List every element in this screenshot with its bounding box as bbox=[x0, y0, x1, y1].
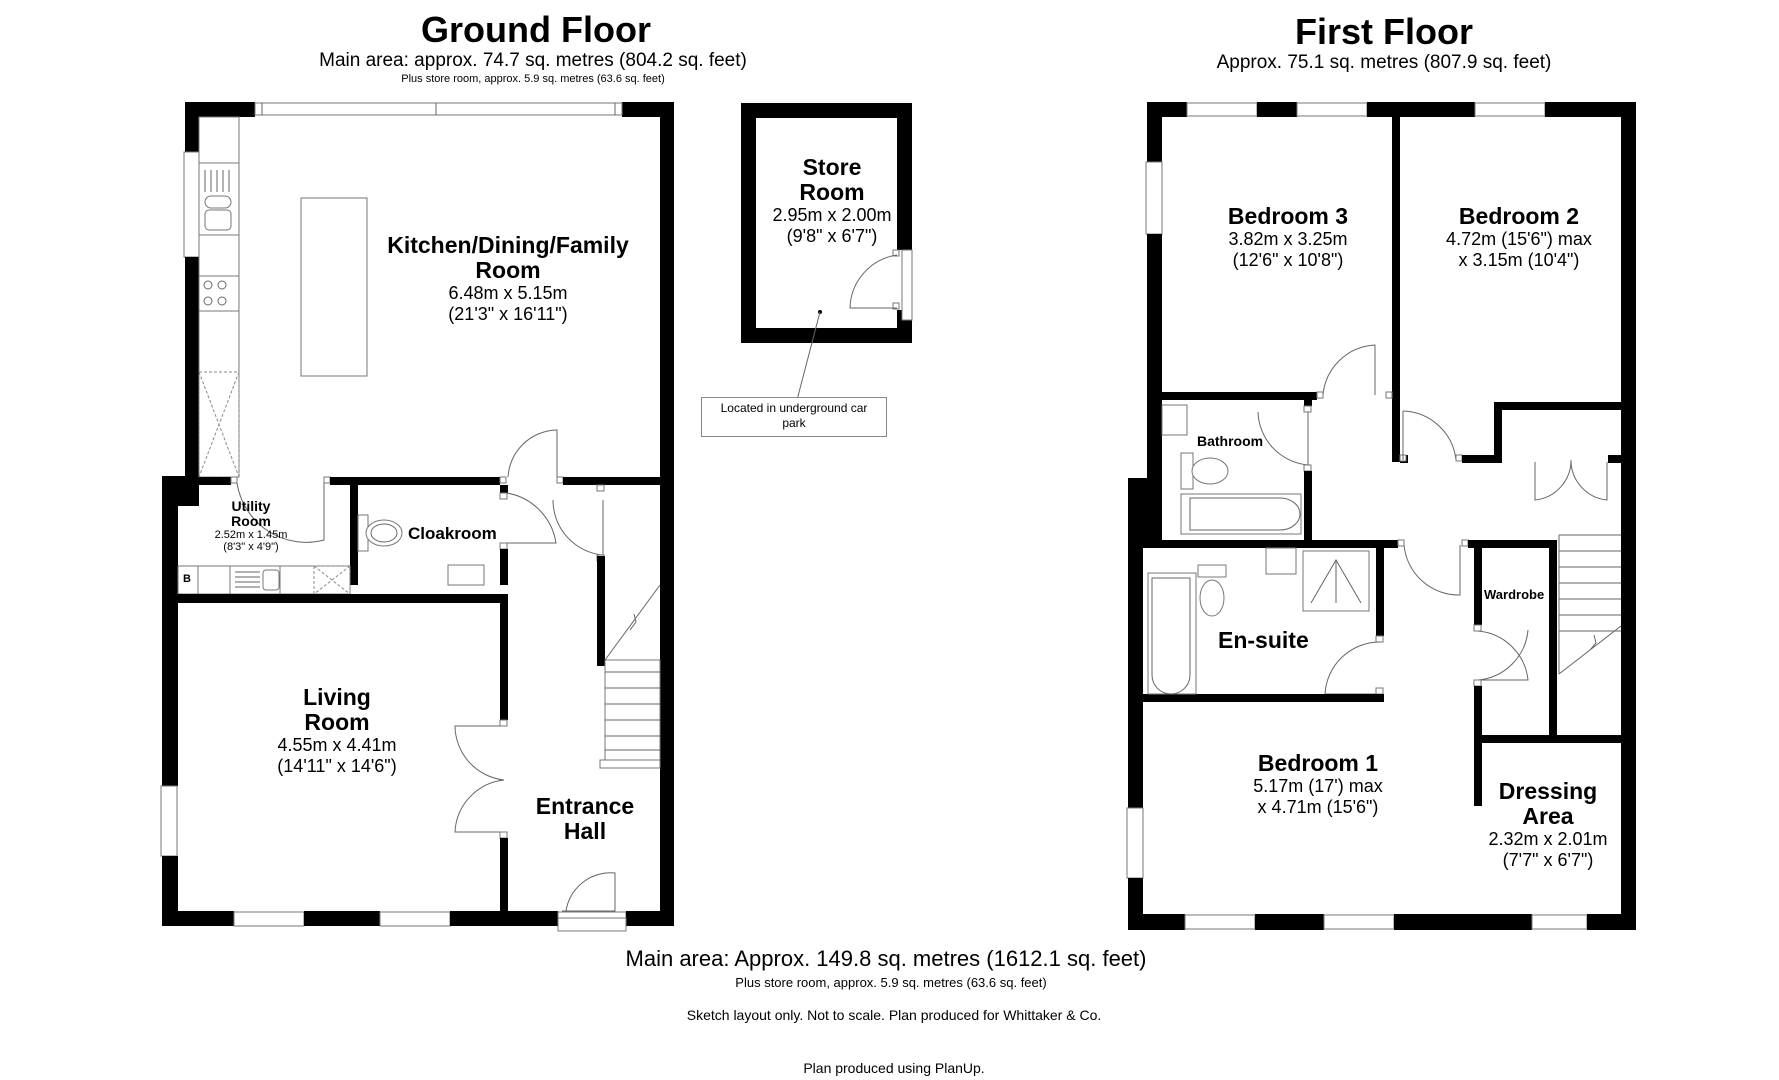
room-dimensions-imperial: (9'8" x 6'7") bbox=[786, 226, 878, 246]
ground-floor-title: Ground Floor bbox=[421, 9, 651, 50]
room-name: Living bbox=[303, 684, 371, 710]
room-label-cloakroom: Cloakroom bbox=[408, 524, 497, 543]
ground-floor-area: Main area: approx. 74.7 sq. metres (804.… bbox=[319, 50, 747, 71]
room-dimensions: x 4.71m (15'6") bbox=[1257, 797, 1379, 817]
room-dimensions: 2.52m x 1.45m bbox=[214, 529, 288, 541]
room-label-bathroom: Bathroom bbox=[1197, 433, 1264, 449]
disclaimer: Sketch layout only. Not to scale. Plan p… bbox=[686, 1007, 1102, 1023]
ground-floor-store-note: Plus store room, approx. 5.9 sq. metres … bbox=[401, 73, 665, 85]
room-name: Utility bbox=[231, 498, 271, 514]
room-label-utility: Utility Room 2.52m x 1.45m (8'3" x 4'9") bbox=[214, 498, 288, 554]
room-dimensions-imperial: (21'3" x 16'11") bbox=[448, 304, 568, 324]
room-dimensions: 2.32m x 2.01m bbox=[1488, 829, 1608, 849]
first-floor-area: Approx. 75.1 sq. metres (807.9 sq. feet) bbox=[1216, 52, 1552, 73]
room-dimensions-imperial: (14'11" x 14'6") bbox=[277, 756, 397, 776]
plan-credit: Plan produced using PlanUp. bbox=[803, 1060, 985, 1076]
room-label-bedroom1: Bedroom 1 5.17m (17') max x 4.71m (15'6"… bbox=[1253, 751, 1382, 818]
room-dimensions: 5.17m (17') max bbox=[1253, 776, 1383, 796]
room-name: Room bbox=[231, 513, 271, 529]
room-name: Room bbox=[475, 257, 541, 283]
room-label-entrance-hall: Entrance Hall bbox=[536, 794, 634, 844]
room-name: Room bbox=[304, 709, 370, 735]
footer-store-note: Plus store room, approx. 5.9 sq. metres … bbox=[735, 975, 1047, 990]
store-room-plan bbox=[741, 103, 913, 401]
room-dimensions-imperial: (12'6" x 10'8") bbox=[1232, 250, 1344, 270]
room-dimensions: 6.48m x 5.15m bbox=[448, 283, 568, 303]
room-label-living: Living Room 4.55m x 4.41m (14'11" x 14'6… bbox=[277, 685, 396, 777]
room-name: Hall bbox=[563, 818, 607, 844]
room-label-bedroom3: Bedroom 3 3.82m x 3.25m (12'6" x 10'8") bbox=[1228, 204, 1348, 271]
room-name: Bedroom 3 bbox=[1227, 203, 1349, 229]
room-name: Entrance bbox=[535, 793, 635, 819]
ground-floor-plan bbox=[160, 102, 674, 932]
room-name: Area bbox=[1522, 803, 1574, 829]
room-dimensions: x 3.15m (10'4") bbox=[1458, 250, 1580, 270]
first-floor-title: First Floor bbox=[1295, 11, 1473, 52]
room-name: Store bbox=[802, 154, 862, 180]
room-label-dressing-area: Dressing Area 2.32m x 2.01m (7'7" x 6'7"… bbox=[1488, 779, 1607, 871]
room-name: Dressing bbox=[1498, 778, 1598, 804]
boiler-label: B bbox=[183, 573, 191, 585]
room-dimensions: 4.72m (15'6") max bbox=[1446, 229, 1592, 249]
first-floor-plan bbox=[1126, 102, 1636, 930]
room-name: Room bbox=[799, 179, 865, 205]
room-name: Bedroom 1 bbox=[1257, 750, 1379, 776]
room-label-bedroom2: Bedroom 2 4.72m (15'6") max x 3.15m (10'… bbox=[1446, 204, 1592, 271]
room-label-wardrobe: Wardrobe bbox=[1484, 587, 1545, 602]
room-label-kitchen: Kitchen/Dining/Family Room 6.48m x 5.15m… bbox=[387, 233, 629, 325]
total-area: Main area: Approx. 149.8 sq. metres (161… bbox=[625, 946, 1147, 971]
room-label-ensuite: En-suite bbox=[1218, 627, 1309, 653]
room-dimensions: 4.55m x 4.41m bbox=[277, 735, 397, 755]
room-name: Kitchen/Dining/Family bbox=[387, 232, 629, 258]
room-dimensions: 2.95m x 2.00m bbox=[772, 205, 892, 225]
room-dimensions: 3.82m x 3.25m bbox=[1228, 229, 1348, 249]
store-location-callout: Located in underground car park bbox=[701, 397, 887, 437]
room-dimensions-imperial: (7'7" x 6'7") bbox=[1502, 850, 1594, 870]
room-name: Bedroom 2 bbox=[1458, 203, 1580, 229]
room-dimensions-imperial: (8'3" x 4'9") bbox=[223, 541, 279, 553]
room-label-store: Store Room 2.95m x 2.00m (9'8" x 6'7") bbox=[772, 155, 891, 247]
